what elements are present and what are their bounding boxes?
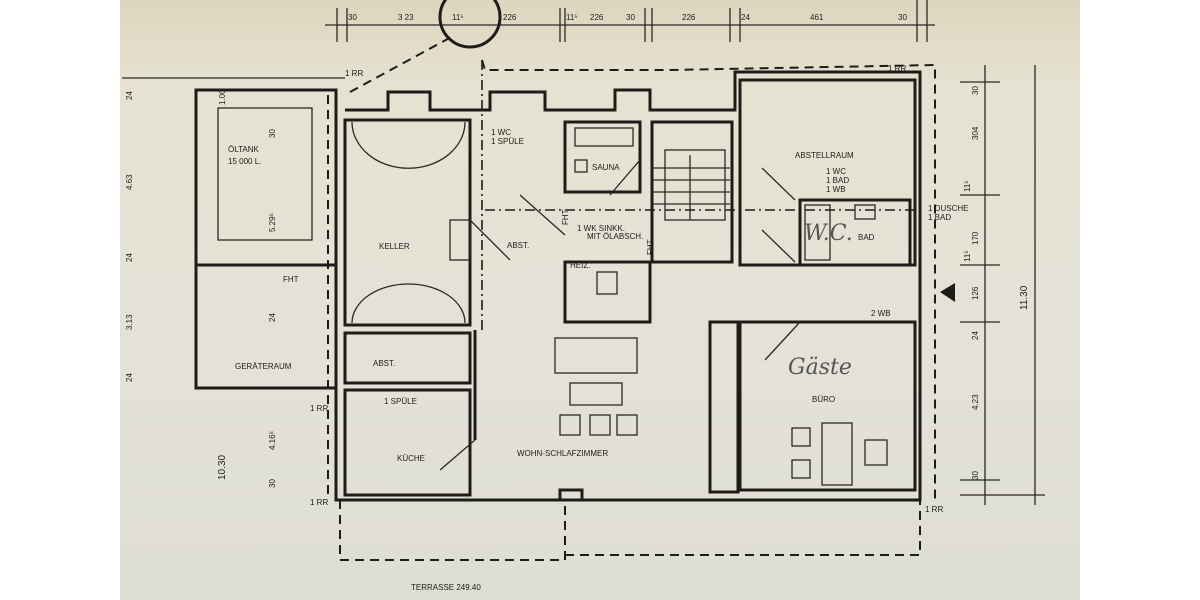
door-arc	[351, 121, 466, 169]
main-walls	[334, 70, 922, 502]
oeltank-volume: 15 000 L.	[228, 157, 261, 166]
dim-label: 226	[682, 13, 696, 22]
room-label-wohn-schlafzimmer: WOHN-SCHLAFZIMMER	[517, 449, 608, 458]
dim-label: 24	[741, 13, 750, 22]
room-label-abst: ABST.	[507, 241, 529, 250]
fixture-note: 1 WC	[491, 128, 511, 137]
table	[569, 382, 623, 406]
rr-note: 1 RR	[310, 404, 328, 413]
dim-label: 24	[268, 313, 277, 322]
room-label-geraeteraum: GERÄTERAUM	[235, 362, 292, 371]
room-label-oeltank: ÖLTANK	[228, 145, 259, 154]
heiz-walls	[563, 260, 652, 324]
dim-label: 11⁵	[566, 13, 578, 22]
dim-label: 226	[590, 13, 604, 22]
dim-label: 24	[125, 373, 134, 382]
terrace-outline	[339, 500, 566, 561]
fixture-note: 2 WB	[871, 309, 891, 318]
room-label-bad: BAD	[858, 233, 875, 242]
sauna-walls	[563, 120, 642, 194]
fht-label: FHT	[561, 209, 570, 225]
fixture-note: 1 BAD	[928, 213, 951, 222]
room-label-heiz: HEIZ.	[570, 261, 590, 270]
dim-label: 3.13	[125, 314, 134, 330]
room-label-terrasse: TERRASSE 249.40	[411, 583, 481, 592]
room-label-keller: KELLER	[379, 242, 410, 251]
dim-label: 1.00	[218, 89, 227, 105]
fixture-note: 1 BAD	[826, 176, 849, 185]
dim-label: 4.16⁵	[268, 431, 277, 450]
sofa	[554, 337, 638, 374]
room-label-abst: ABST.	[373, 359, 395, 368]
dim-label: 24	[125, 91, 134, 100]
boiler	[596, 271, 618, 295]
dim-label: 30	[626, 13, 635, 22]
dim-label: 3 23	[398, 13, 414, 22]
dim-label: 30	[268, 479, 277, 488]
room-label-buero: BÜRO	[812, 395, 835, 404]
dim-label: 170	[971, 231, 980, 245]
fixture-note: 1 WC	[826, 167, 846, 176]
desk	[821, 422, 853, 486]
right-dimension-lines	[940, 65, 1045, 505]
dim-total: 11.30	[1019, 285, 1030, 310]
dim-total: 10.30	[217, 455, 228, 480]
room-label-sauna: SAUNA	[592, 163, 620, 172]
sauna-heater	[574, 127, 634, 147]
rr-note: 1 RR	[345, 69, 363, 78]
fixture-note: 1 WK SINKK.	[577, 224, 625, 233]
dim-label: 30	[268, 129, 277, 138]
dim-label: 30	[348, 13, 357, 22]
shaft-circle	[438, 0, 502, 49]
bad-walls	[798, 198, 912, 267]
fixture-note: 1 SPÜLE	[491, 137, 524, 146]
room-label-kueche: KÜCHE	[397, 454, 425, 463]
top-dimension-line: 30 3 23 11⁵ 226 11⁵ 226 30 226 24 461 30	[325, 0, 935, 42]
fixture-note: 1 SPÜLE	[384, 397, 417, 406]
kueche-walls	[343, 388, 472, 497]
handwritten-note-gaeste: Gäste	[788, 355, 852, 380]
dim-label: 11⁵	[963, 250, 972, 262]
fht-label: FHT	[646, 239, 655, 255]
dim-label: 126	[971, 286, 980, 300]
dim-label: 5.29⁵	[268, 213, 277, 232]
dim-label: 30	[971, 471, 980, 480]
dim-label: 4.23	[971, 394, 980, 410]
dim-label: 30	[971, 86, 980, 95]
dim-label: 4.63	[125, 174, 134, 190]
rr-note: 1 RR	[925, 505, 943, 514]
dim-label: 11⁵	[963, 180, 972, 192]
dashed-outline	[481, 59, 936, 500]
room-label-abstellraum: ABSTELLRAUM	[795, 151, 854, 160]
fixture-note: 1 WB	[826, 185, 846, 194]
handwritten-note-bad: W.C.	[804, 221, 853, 246]
dim-label: 226	[503, 13, 517, 22]
direction-arrow-icon	[940, 283, 955, 302]
dim-label: 11⁵	[452, 13, 464, 22]
dim-label: 24	[971, 331, 980, 340]
fixture-note: MIT ÖLABSCH.	[587, 232, 643, 241]
buero-walls	[738, 320, 917, 492]
rr-note: 1 RR	[310, 498, 328, 507]
rr-note: 1 RR	[888, 64, 906, 73]
dim-label: 304	[971, 126, 980, 140]
stairs	[652, 149, 730, 221]
door-arc	[351, 283, 466, 324]
bathtub	[804, 204, 831, 261]
dim-label: 24	[125, 253, 134, 262]
outbuilding	[122, 77, 345, 390]
oil-tank	[217, 107, 313, 241]
fixture-note: 1 DUSCHE	[928, 204, 968, 213]
dim-label: 461	[810, 13, 824, 22]
fht-label: FHT	[283, 275, 299, 284]
washbasin	[854, 204, 876, 220]
dim-label: 30	[898, 13, 907, 22]
